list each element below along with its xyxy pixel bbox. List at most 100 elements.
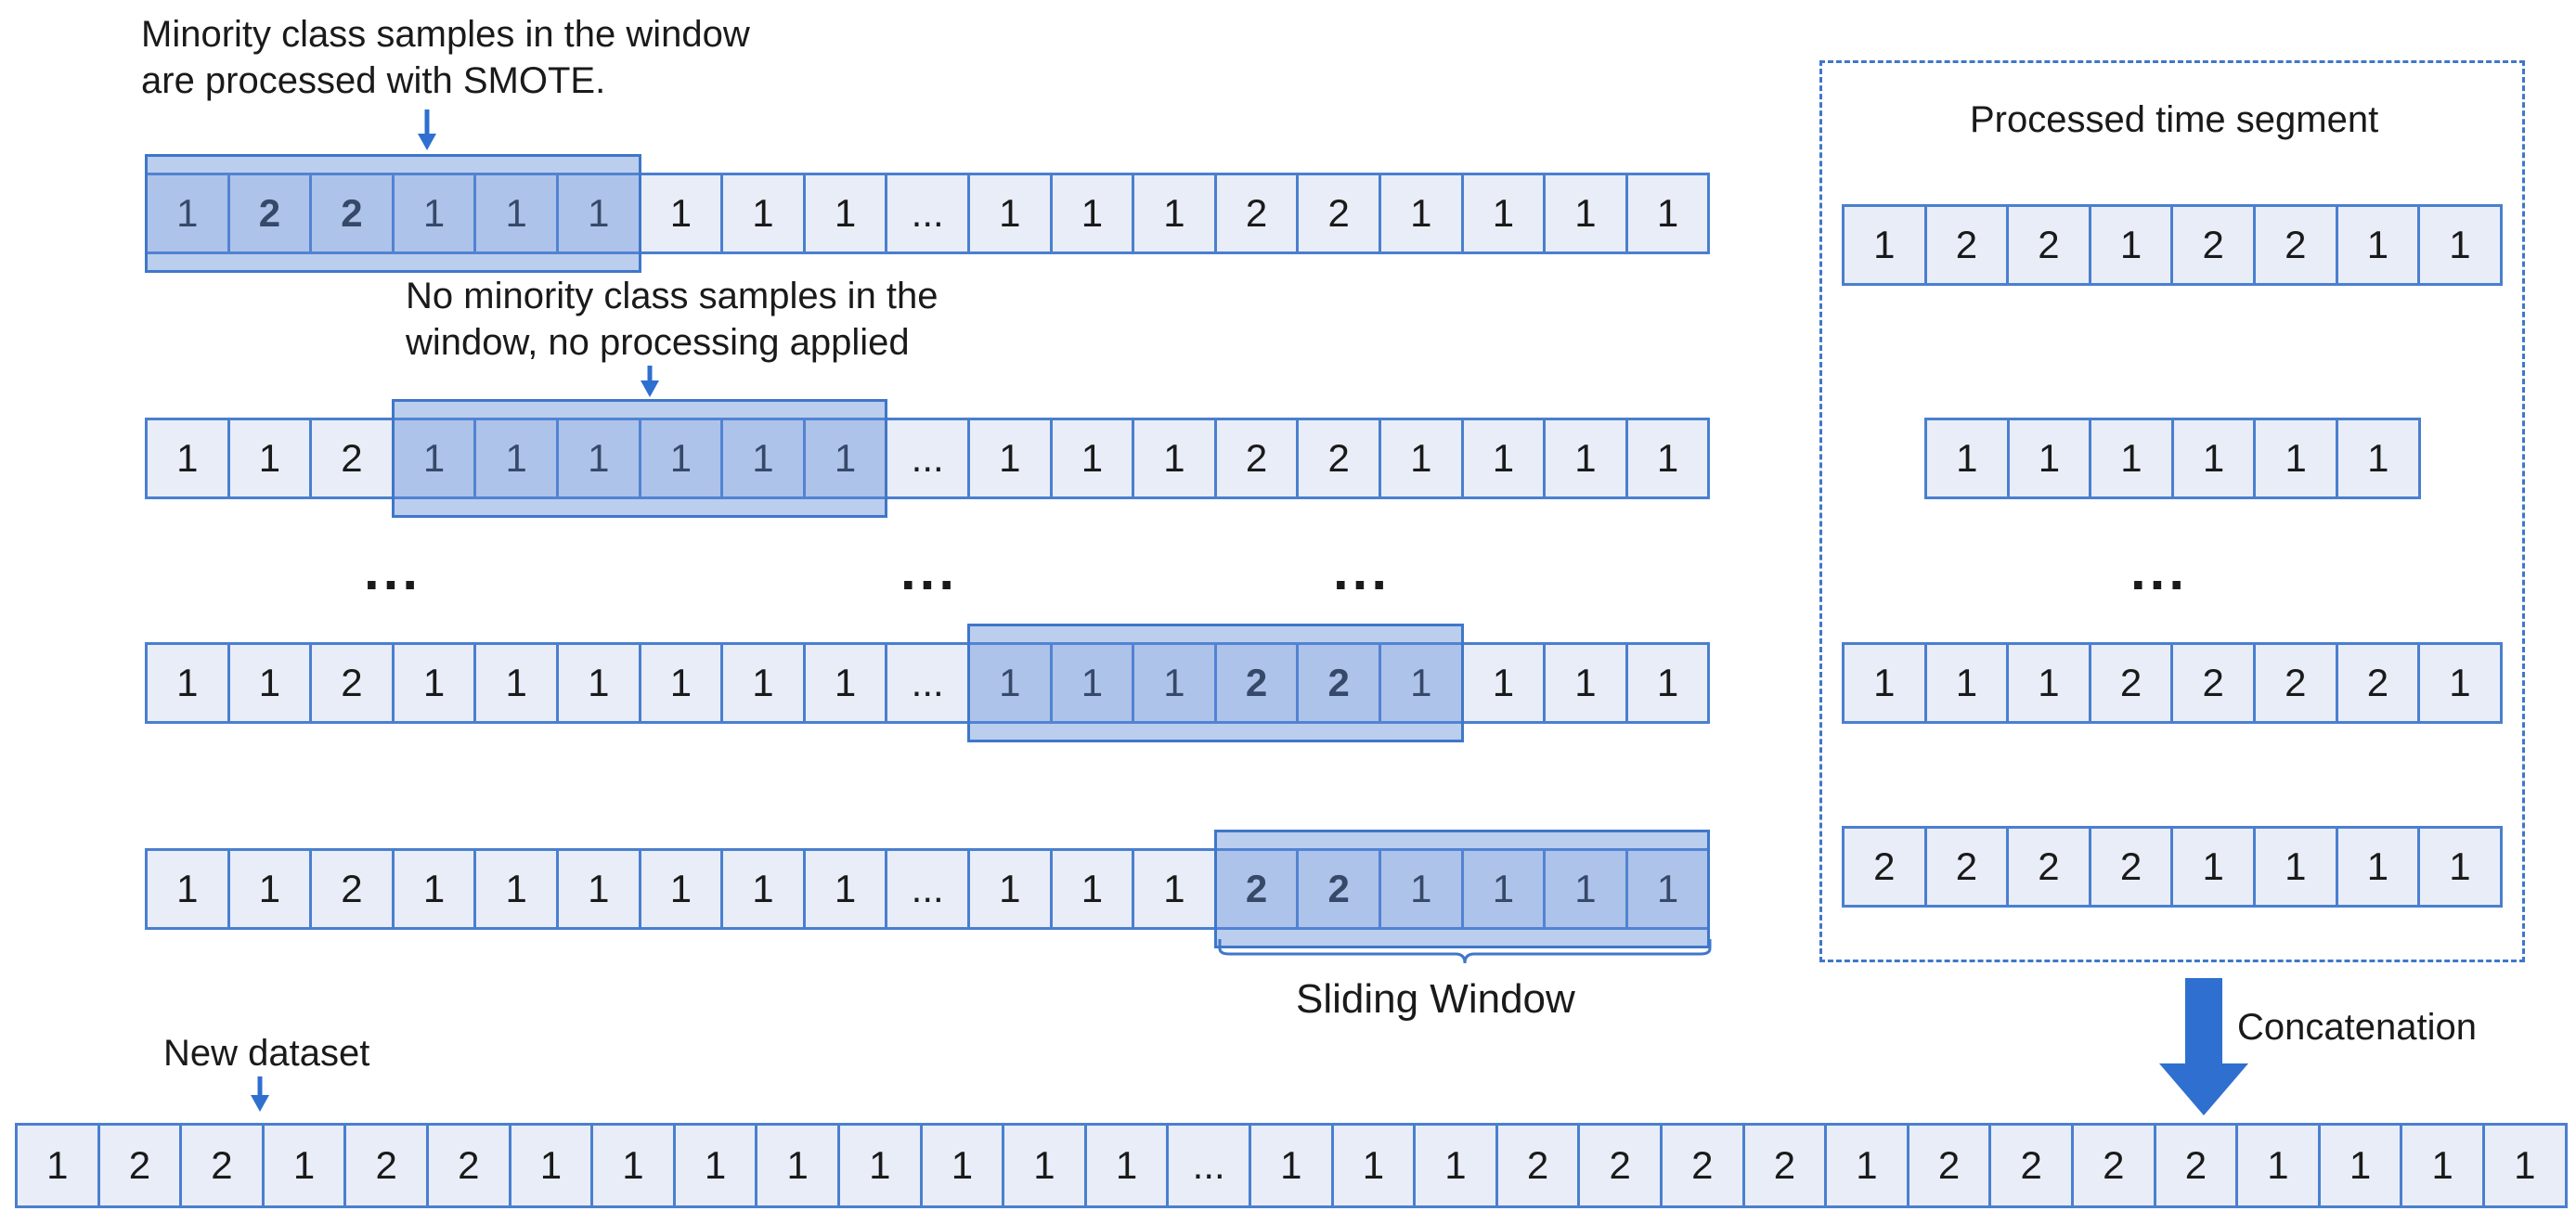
sequence-cell: 1 [1049, 848, 1135, 930]
sequence-cell: 1 [1625, 418, 1711, 499]
smote-note-line2: are processed with SMOTE. [141, 60, 606, 101]
sequence-cell: 1 [1049, 418, 1135, 499]
sliding-window-highlight [391, 399, 888, 518]
new-dataset-cell: 1 [1824, 1123, 1909, 1208]
sequence-cell: 1 [1625, 848, 1711, 930]
processed-cell: 2 [1842, 826, 1927, 908]
sequence-cell: 1 [1460, 418, 1547, 499]
sequence-cell: 1 [473, 418, 559, 499]
new-dataset-cell: 1 [919, 1123, 1005, 1208]
arrow-down-icon [251, 1076, 269, 1112]
sequence-cell: 1 [1379, 173, 1464, 254]
processed-cell: 1 [2253, 418, 2338, 499]
sequence-cell: 2 [309, 173, 395, 254]
sequence-cell: 1 [720, 173, 806, 254]
sequence-cell: 1 [802, 848, 888, 930]
sequence-cell: 1 [1543, 173, 1628, 254]
new-dataset-cell: ... [1166, 1123, 1251, 1208]
sequence-cell: 1 [1460, 173, 1547, 254]
sequence-cell: 2 [309, 642, 395, 724]
sequence-cell: 2 [1213, 418, 1300, 499]
new-dataset-cell: 2 [343, 1123, 429, 1208]
sliding-window-brace [1218, 939, 1712, 964]
sequence-cell: 1 [967, 173, 1053, 254]
sequence-cell: 1 [227, 848, 313, 930]
sequence-cell: 1 [227, 642, 313, 724]
sliding-window-highlight [967, 624, 1464, 742]
sequence-cell: ... [885, 418, 970, 499]
sequence-cell: 1 [391, 418, 477, 499]
sequence-cell: 1 [1543, 848, 1628, 930]
sequence-cell: 1 [1460, 642, 1547, 724]
new-dataset-cell: 1 [2400, 1123, 2485, 1208]
sequence-cell: 1 [391, 848, 477, 930]
sequence-cell: 1 [227, 418, 313, 499]
new-dataset-cell: 2 [426, 1123, 511, 1208]
sequence-cell: 1 [967, 642, 1053, 724]
sequence-cell: 1 [145, 642, 230, 724]
sequence-cell: 1 [473, 848, 559, 930]
new-dataset-cell: 1 [1330, 1123, 1417, 1208]
processed-cell: 2 [2088, 826, 2174, 908]
sequence-cell: ... [885, 642, 970, 724]
sequence-cell: 2 [1296, 642, 1381, 724]
no-minority-note-line1: No minority class samples in the [406, 276, 938, 316]
sequence-cell: 1 [967, 418, 1053, 499]
sequence-cell: 1 [967, 848, 1053, 930]
sequence-cell: 2 [1213, 173, 1300, 254]
sliding-window-label: Sliding Window [1296, 976, 1575, 1022]
new-dataset-cell: 2 [1741, 1123, 1828, 1208]
processed-cell: 1 [2417, 204, 2503, 286]
sequence-cell: 1 [638, 173, 724, 254]
sequence-cell: ... [885, 848, 970, 930]
ellipsis-middle: ... [900, 539, 959, 601]
new-dataset-cell: 1 [2317, 1123, 2403, 1208]
sequence-cell: 2 [309, 848, 395, 930]
processed-cell: 1 [2006, 418, 2092, 499]
processed-cell: 1 [2417, 826, 2503, 908]
no-minority-note-line2: window, no processing applied [406, 322, 910, 363]
processed-cell: 1 [1923, 642, 2010, 724]
sequence-cell: ... [885, 173, 970, 254]
sequence-cell: 1 [391, 642, 477, 724]
new-dataset-cell: 2 [2153, 1123, 2239, 1208]
processed-cell: 2 [1923, 826, 2010, 908]
processed-cell: 1 [2335, 826, 2421, 908]
sequence-cell: 2 [309, 418, 395, 499]
new-dataset-cell: 1 [1413, 1123, 1498, 1208]
sequence-cell: 1 [473, 642, 559, 724]
new-dataset-cell: 1 [837, 1123, 923, 1208]
new-dataset-cell: 1 [261, 1123, 347, 1208]
processed-cell: 1 [2335, 204, 2421, 286]
new-dataset-cell: 1 [1002, 1123, 1087, 1208]
sequence-cell: 1 [1132, 418, 1217, 499]
processed-cell: 2 [2006, 826, 2091, 908]
sequence-cell: 1 [802, 642, 888, 724]
processed-segment-panel [1819, 60, 2525, 962]
sequence-cell: 1 [145, 848, 230, 930]
sequence-cell: 1 [1132, 848, 1217, 930]
processed-cell: 2 [2170, 204, 2256, 286]
new-dataset-cell: 2 [1660, 1123, 1745, 1208]
sequence-cell: 1 [1132, 642, 1217, 724]
sequence-cell: 1 [1379, 418, 1464, 499]
sliding-window-highlight [145, 154, 641, 273]
arrow-down-icon [641, 366, 659, 397]
concatenation-arrow-icon [2159, 978, 2248, 1115]
processed-cell: 2 [2006, 204, 2091, 286]
new-dataset-cell: 1 [672, 1123, 758, 1208]
new-dataset-cell: 2 [2071, 1123, 2156, 1208]
new-dataset-cell: 2 [1988, 1123, 2074, 1208]
processed-cell: 1 [2089, 418, 2174, 499]
sequence-cell: 1 [1543, 642, 1628, 724]
sequence-cell: 1 [638, 848, 724, 930]
concatenation-label: Concatenation [2237, 1007, 2477, 1048]
sequence-cell: 1 [1625, 642, 1711, 724]
sequence-cell: 1 [145, 173, 230, 254]
new-dataset-cell: 1 [1083, 1123, 1170, 1208]
sequence-cell: 1 [556, 848, 641, 930]
sequence-cell: 2 [1213, 642, 1300, 724]
processed-cell: 1 [1924, 418, 2010, 499]
sequence-cell: 1 [1625, 173, 1711, 254]
ellipsis-left: ... [364, 539, 422, 601]
